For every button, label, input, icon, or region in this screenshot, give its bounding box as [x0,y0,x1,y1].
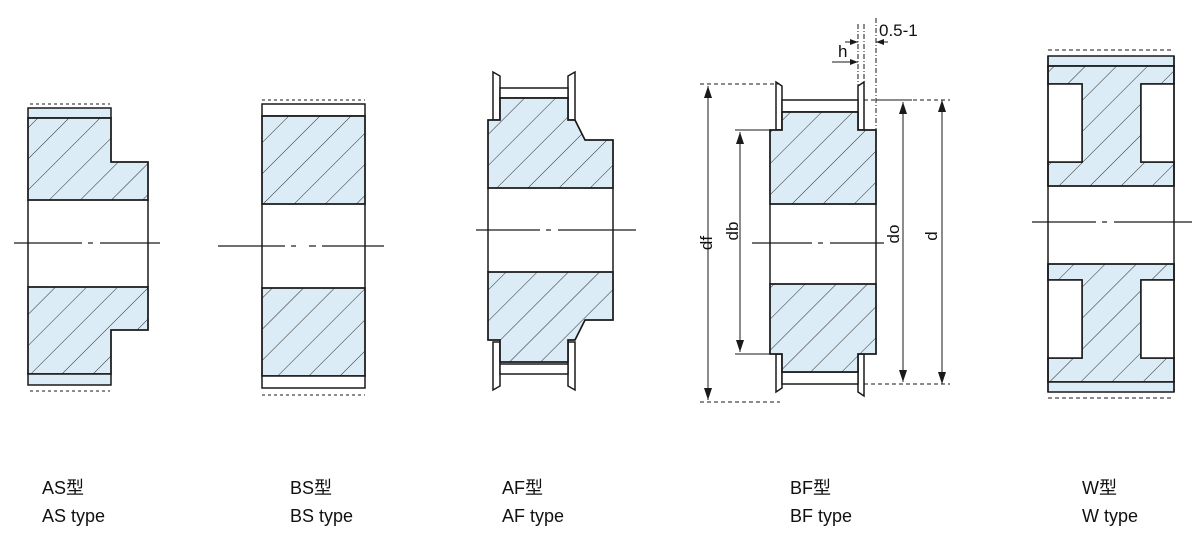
bs-type-en-label: BS type [290,506,354,526]
dim-d-label: d [922,231,941,240]
bf-type-cn-label: BF型 [790,478,832,498]
dim-db-label: db [723,222,742,241]
bs-type-pulley [218,99,384,396]
dim-clearance-label: 0.5-1 [879,21,918,40]
as-type-cn-label: AS型 [42,478,85,498]
dim-df-label: df [697,236,716,250]
bs-type-cn-label: BS型 [290,478,333,498]
w-type-cn-label: W型 [1082,478,1117,498]
af-type-cn-label: AF型 [502,478,544,498]
bf-type-en-label: BF type [790,506,853,526]
bf-type-pulley [700,18,950,403]
dim-h-label: h [838,42,847,61]
af-type-en-label: AF type [502,506,565,526]
as-type-en-label: AS type [42,506,106,526]
dim-do-label: do [884,225,903,244]
af-type-pulley [476,70,636,392]
as-type-pulley [14,103,160,392]
w-type-en-label: W type [1082,506,1139,526]
w-type-pulley [1032,49,1192,399]
